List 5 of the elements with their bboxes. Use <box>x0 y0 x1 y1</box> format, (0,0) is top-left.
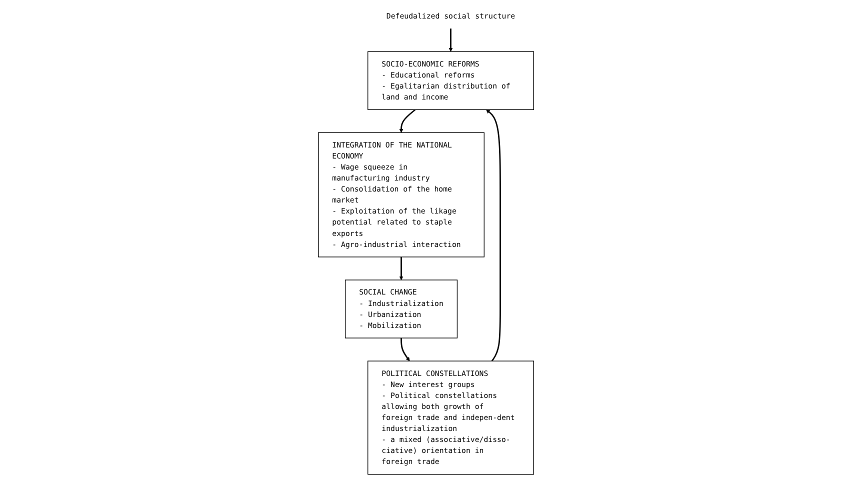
arrow <box>399 256 404 280</box>
arrow <box>448 28 453 52</box>
arrow <box>399 109 416 133</box>
arrow <box>486 109 501 362</box>
arrow <box>400 338 410 362</box>
